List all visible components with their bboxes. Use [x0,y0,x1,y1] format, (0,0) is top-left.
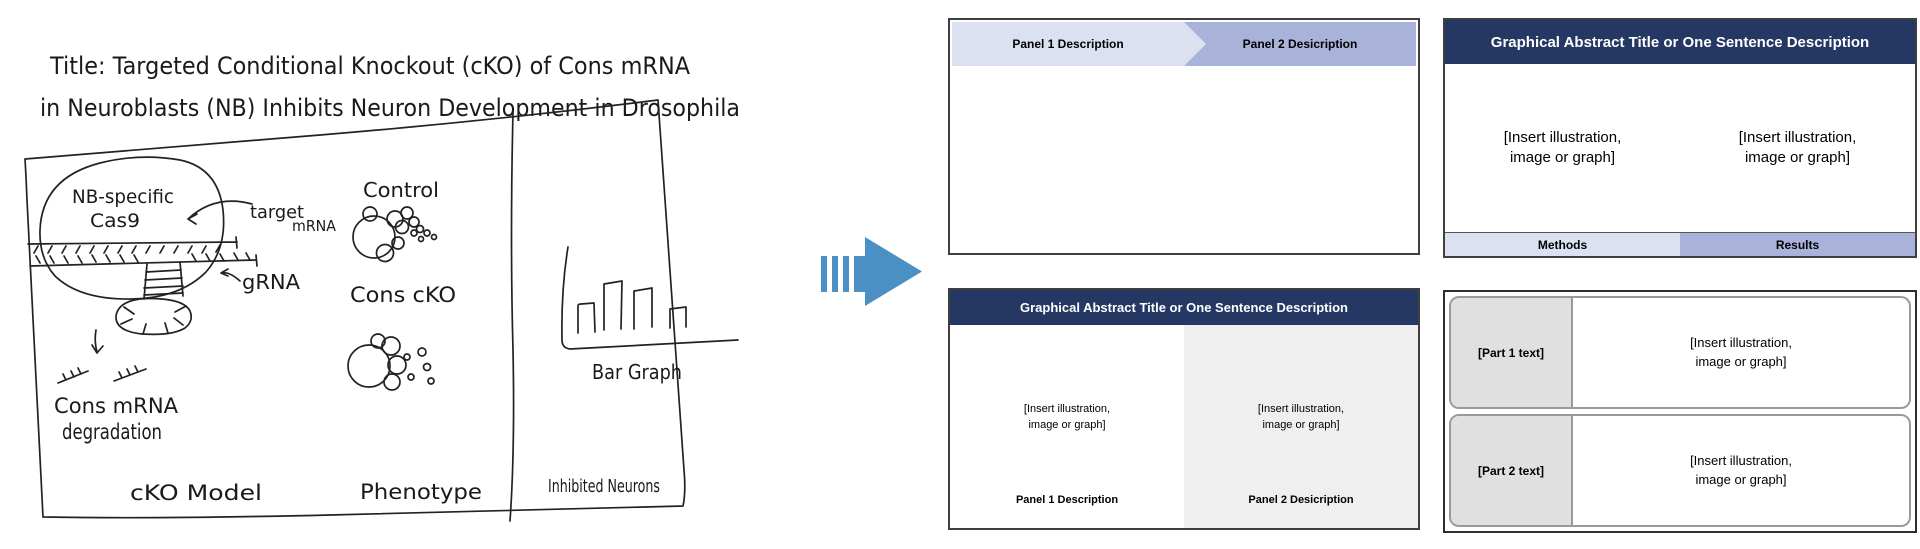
illustration-placeholder: [Insert illustration, image or graph] [1445,64,1680,232]
nb-cell-drawing: NB-specific Cas9 [39,156,225,300]
column2-label: Phenotype [360,480,482,504]
mrna-strands-drawing [27,236,258,267]
part1-text-cell: [Part 1 text] [1451,298,1573,407]
template-title-bar: Graphical Abstract Title or One Sentence… [950,290,1418,325]
sketch-title-line1: Title: Targeted Conditional Knockout (cK… [49,52,690,80]
template-methods-results: Graphical Abstract Title or One Sentence… [1443,18,1917,258]
placeholder-line1: [Insert illustration, [1690,453,1792,469]
placeholder-line2: image or graph] [1744,149,1851,166]
target-mrna-annotation: target mRNA [187,200,337,235]
control-cells-drawing: Control [352,178,439,263]
placeholder-line1: [Insert illustration, [1503,128,1622,146]
sketch-title-line2: in Neuroblasts (NB) Inhibits Neuron Deve… [40,94,740,122]
panel1-description-label: Panel 1 Description [1015,494,1119,506]
illustration-placeholder: [Insert illustration, image or graph] [1573,298,1909,407]
placeholder-line1: [Insert illustration, [1257,403,1345,416]
placeholder-line2: image or graph] [1262,418,1340,431]
grna-label: gRNA [242,270,300,294]
methods-label: Methods [1445,233,1680,256]
target-label-line2: mRNA [292,217,337,235]
illustration-placeholder: [Insert illustration, image or graph] [1680,64,1915,232]
results-label: Results [1680,233,1915,256]
cko-cells-drawing: Cons cKO [347,283,456,391]
panel1-chevron [952,22,1206,66]
nb-cell-label-line2: Cas9 [90,210,140,232]
degradation-label-line2: degradation [62,420,162,444]
placeholder-line2: image or graph] [1695,353,1787,369]
panel2-area: [Insert illustration, image or graph] Pa… [1184,325,1418,528]
transform-arrow [821,237,922,306]
template-titled-two-panel: Graphical Abstract Title or One Sentence… [948,288,1420,530]
template-chevron-panels: Panel 1 Description Panel 2 Desicription [948,18,1420,255]
hand-sketch: Title: Targeted Conditional Knockout (cK… [24,52,740,522]
control-label: Control [363,178,439,202]
degradation-drawing: Cons mRNA degradation [54,329,179,444]
grna-scaffold-drawing [115,261,193,336]
illustration-placeholder: [Insert illustration, image or graph] [950,402,1184,433]
bar-graph-label: Bar Graph [592,360,682,384]
placeholder-line1: [Insert illustration, [1738,128,1857,146]
placeholder-line2: image or graph] [1028,418,1106,431]
illustration-placeholder: [Insert illustration, image or graph] [1573,416,1909,525]
placeholder-line1: [Insert illustration, [1023,403,1111,416]
sketch-outer-box [24,99,686,522]
template-title-bar: Graphical Abstract Title or One Sentence… [1445,20,1915,64]
panel1-area: [Insert illustration, image or graph] Pa… [950,325,1184,528]
template-body: [Insert illustration, image or graph] Pa… [950,325,1418,528]
panel2-description-label: Panel 2 Desicription [1242,37,1358,51]
footer-band: Methods Results [1445,232,1915,256]
column3-label: Inhibited Neurons [548,476,660,497]
target-arrow [187,200,253,225]
part1-row: [Part 1 text] [Insert illustration, imag… [1449,296,1911,409]
striped-right-arrow-icon [821,237,922,306]
illustration-placeholder: [Insert illustration, image or graph] [1184,402,1418,433]
placeholder-line1: [Insert illustration, [1690,335,1792,351]
bar-graph-drawing: Bar Graph [561,246,739,384]
column1-label: cKO Model [130,481,262,505]
degradation-label-line1: Cons mRNA [54,394,179,418]
placeholder-line2: image or graph] [1509,149,1616,166]
cons-cko-label: Cons cKO [350,283,456,307]
sketch-column-divider [509,111,515,522]
part2-text-cell: [Part 2 text] [1451,416,1573,525]
panel1-description-label: Panel 1 Description [1012,37,1124,51]
grna-annotation: gRNA [220,268,300,294]
template-body: [Insert illustration, image or graph] [I… [1445,64,1915,232]
placeholder-line2: image or graph] [1695,471,1787,487]
target-label-line1: target [250,202,304,223]
template-part-rows: [Part 1 text] [Insert illustration, imag… [1443,290,1917,533]
grna-arrow [220,268,241,282]
panel2-description-label: Panel 2 Desicription [1248,494,1354,506]
chevron-band: Panel 1 Description Panel 2 Desicription [952,22,1416,66]
nb-cell-label-line1: NB-specific [72,186,174,208]
part2-row: [Part 2 text] [Insert illustration, imag… [1449,414,1911,527]
